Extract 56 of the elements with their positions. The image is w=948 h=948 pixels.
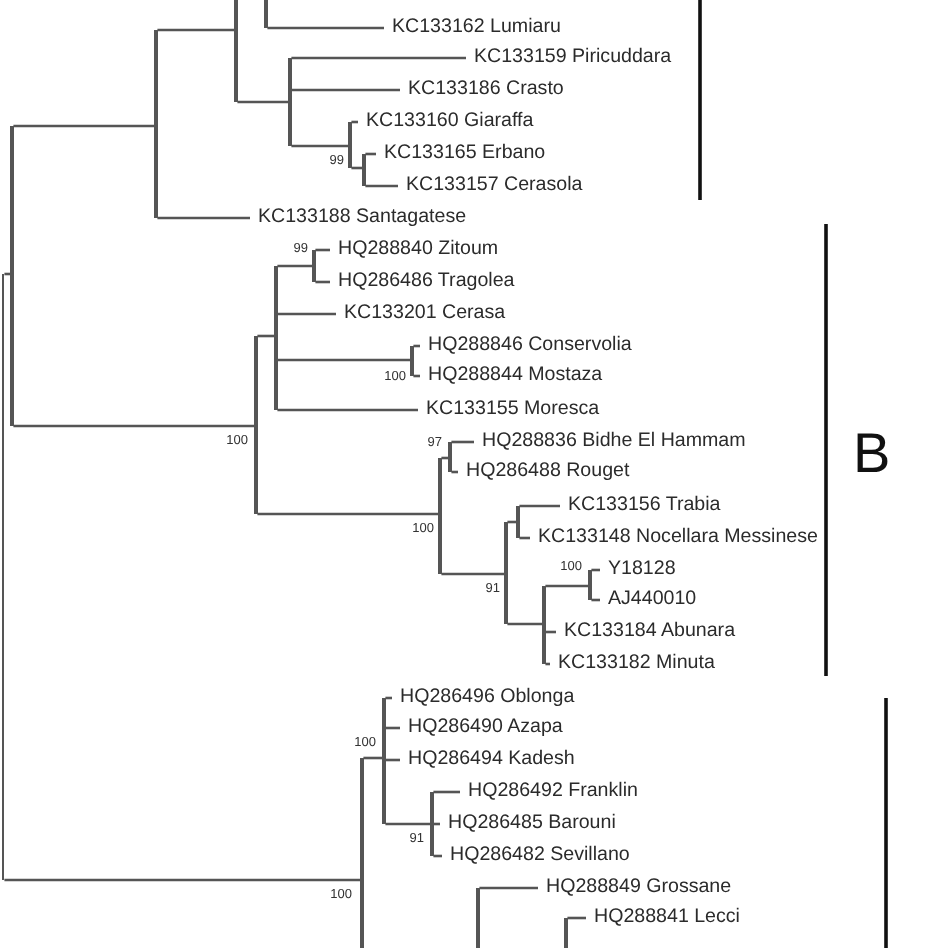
taxon-label: HQ286496 Oblonga [392,686,575,710]
horizontal-branch [545,584,589,588]
horizontal-branch [479,886,538,890]
horizontal-branch [291,56,466,60]
taxon-label: HQ288844 Mostaza [420,364,603,388]
taxon-label: Y18128 [600,558,676,582]
horizontal-branch [13,124,155,128]
horizontal-branch [277,312,336,316]
taxon-label: HQ286482 Sevillano [442,844,630,868]
horizontal-branch [157,28,235,32]
taxon-label: KC133162 Lumiaru [384,16,561,40]
taxon-label: KC133160 Giaraffa [358,110,534,134]
taxon-label: KC133159 Piricuddara [466,46,672,70]
taxon-label: KC133165 Erbano [376,142,546,166]
horizontal-branch [237,100,289,104]
taxon-label: KC133155 Moresca [418,398,600,422]
horizontal-branch [257,512,439,516]
taxon-label: HQ288840 Zitoum [330,238,499,262]
horizontal-branch [363,756,383,760]
taxon-label: HQ288849 Grossane [538,876,732,900]
horizontal-branch [451,440,474,444]
taxon-label: KC133201 Cerasa [336,302,506,326]
taxon-label: HQ286492 Franklin [460,780,638,804]
taxon-label: KC133184 Abunara [556,620,736,644]
horizontal-branch [385,822,431,826]
taxon-label: HQ288836 Bidhe El Hammam [474,430,746,454]
horizontal-branch [13,424,255,428]
taxon-label: HQ286494 Kadesh [400,748,575,772]
horizontal-branch [291,144,349,148]
horizontal-branch [277,408,418,412]
horizontal-branch [365,184,398,188]
horizontal-branch [291,88,400,92]
taxon-label: HQ288841 Lecci [586,906,740,930]
taxon-label: HQ286490 Azapa [400,716,563,740]
taxon-label: HQ286485 Barouni [440,812,616,836]
taxon-label: KC133148 Nocellara Messinese [530,526,818,550]
horizontal-branch [441,572,505,576]
horizontal-branch [507,622,543,626]
clade-letter: B [853,426,891,482]
taxon-label: KC133186 Crasto [400,78,564,102]
taxon-label: KC133182 Minuta [550,652,715,676]
horizontal-branch [267,26,384,30]
taxon-label: AJ440010 [600,588,697,612]
horizontal-branch [277,358,411,362]
taxon-label: KC133157 Cerasola [398,174,583,198]
horizontal-branch [277,264,313,268]
taxon-label: KC133156 Trabia [560,494,721,518]
taxon-label: KC133188 Santagatese [250,206,467,230]
horizontal-branch [519,504,560,508]
taxon-label: HQ286486 Tragolea [330,270,515,294]
taxon-label: HQ288846 Conservolia [420,334,632,358]
horizontal-branch [433,790,460,794]
horizontal-branch [4,878,361,882]
horizontal-branch [157,216,250,220]
taxon-label: HQ286488 Rouget [458,460,630,484]
horizontal-branch [567,916,586,920]
